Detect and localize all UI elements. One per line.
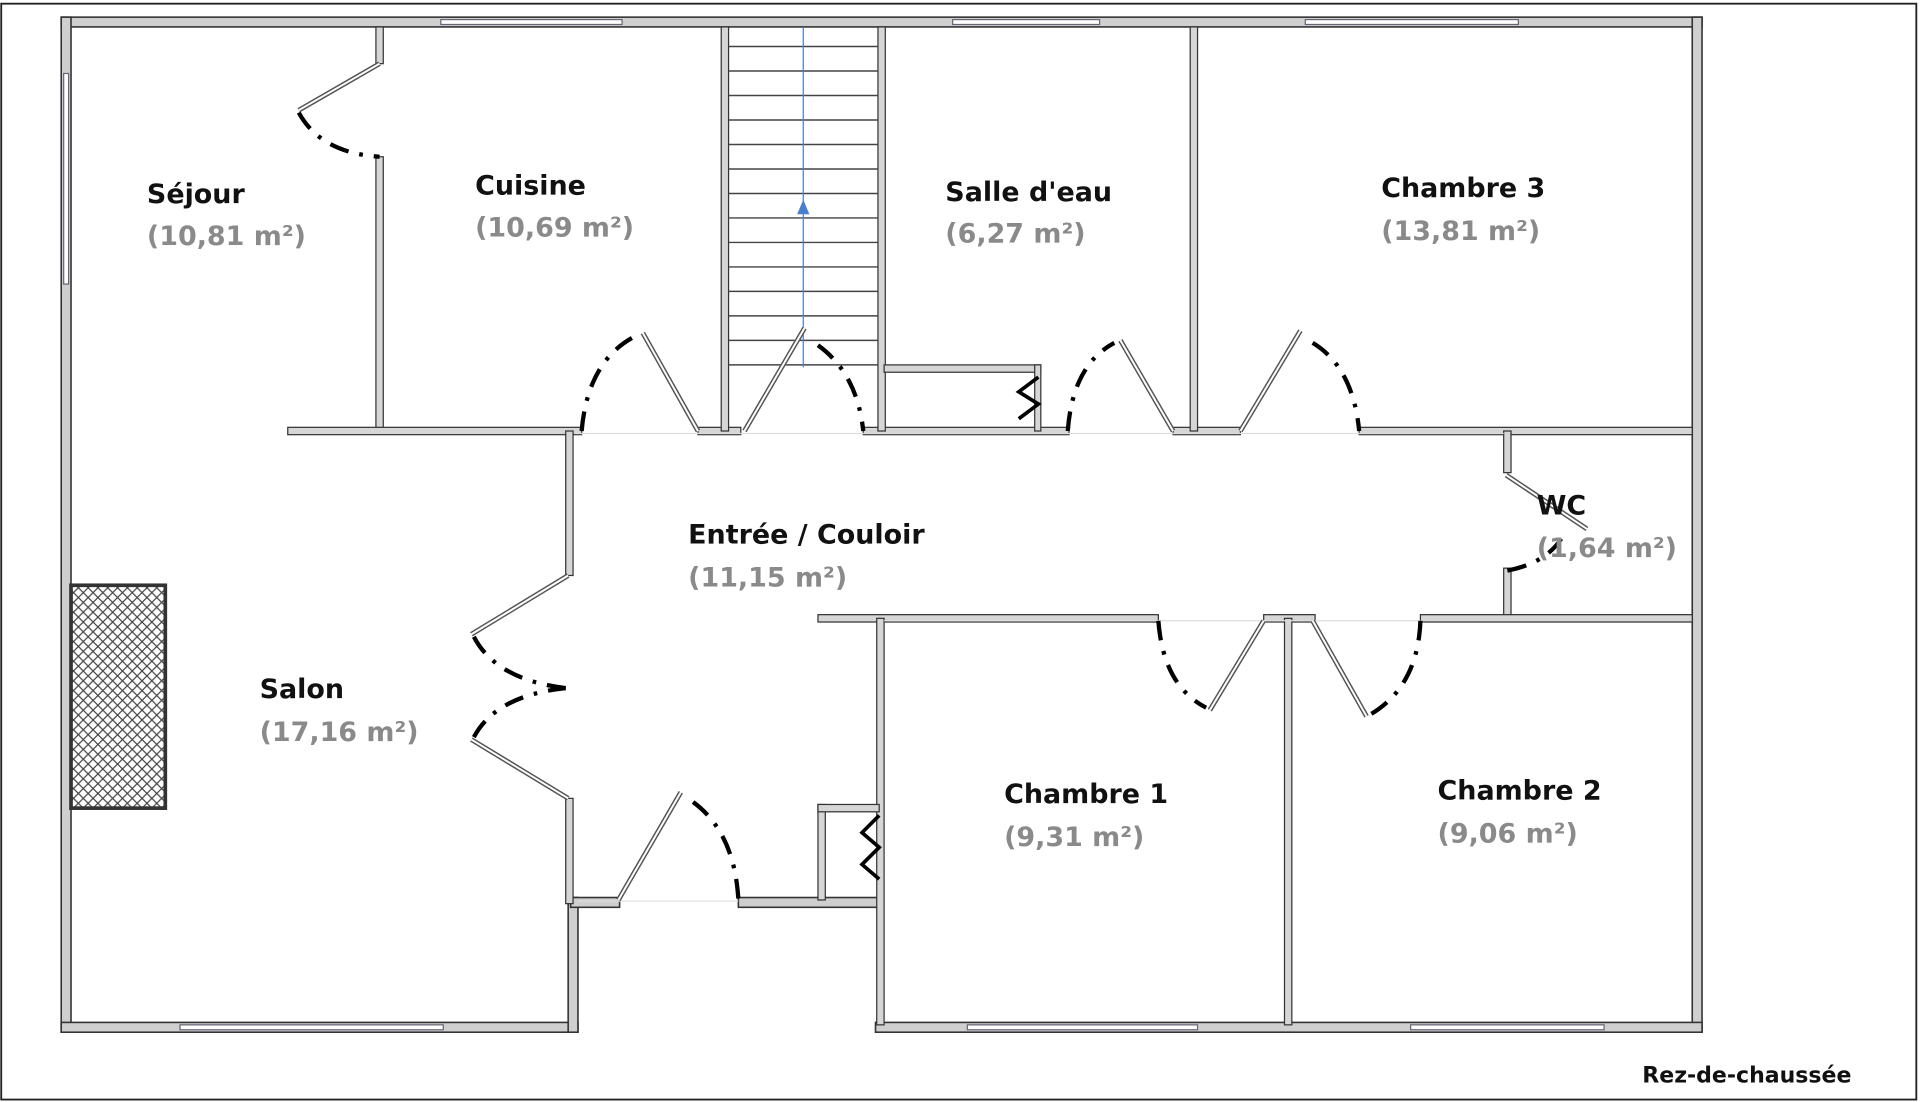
room-name: Séjour: [147, 179, 246, 210]
room-name: Salle d'eau: [945, 177, 1112, 208]
room-name: Chambre 2: [1438, 776, 1602, 807]
door-wc: [1504, 473, 1589, 573]
room-name: WC: [1537, 490, 1586, 521]
room-area: (9,31 m²): [1004, 822, 1144, 853]
room-salon: Salon (17,16 m²): [260, 674, 419, 748]
room-area: (11,15 m²): [688, 563, 847, 594]
doors: [296, 61, 1589, 902]
room-area: (1,64 m²): [1537, 533, 1677, 564]
door-chambre3: [1238, 329, 1362, 433]
door-closet-sde: [1015, 375, 1042, 421]
room-area: (17,16 m²): [260, 717, 419, 748]
room-name: Chambre 3: [1381, 173, 1545, 204]
door-chambre1: [1156, 619, 1266, 712]
room-salle-eau: Salle d'eau (6,27 m²): [945, 177, 1112, 250]
door-entree: [616, 790, 741, 902]
interior-walls: [287, 26, 1693, 1026]
room-name: Entrée / Couloir: [688, 520, 925, 551]
room-area: (13,81 m²): [1381, 216, 1540, 247]
windows: [63, 18, 1605, 1031]
staircase: [728, 26, 878, 368]
door-salle-eau: [1065, 339, 1176, 433]
door-sejour-cuisine: [296, 61, 381, 159]
room-wc: WC (1,64 m²): [1537, 490, 1677, 564]
fireplace: [69, 583, 168, 810]
door-cuisine: [579, 331, 701, 433]
level-label: Rez-de-chaussée: [1642, 1063, 1851, 1088]
door-salon-double: [470, 573, 570, 801]
door-chambre2: [1310, 619, 1423, 718]
room-area: (6,27 m²): [945, 218, 1085, 249]
door-closet-entree: [859, 814, 882, 881]
room-area: (10,69 m²): [475, 212, 634, 243]
room-chambre2: Chambre 2 (9,06 m²): [1438, 776, 1602, 850]
room-name: Salon: [260, 674, 344, 705]
room-cuisine: Cuisine (10,69 m²): [475, 171, 634, 244]
stair-arrow-icon: [797, 199, 810, 215]
room-name: Cuisine: [475, 171, 586, 202]
room-name: Chambre 1: [1004, 779, 1168, 810]
room-entree: Entrée / Couloir (11,15 m²): [688, 520, 925, 594]
door-stairs: [742, 326, 866, 433]
room-chambre3: Chambre 3 (13,81 m²): [1381, 173, 1545, 247]
room-chambre1: Chambre 1 (9,31 m²): [1004, 779, 1168, 853]
room-area: (10,81 m²): [147, 221, 306, 252]
room-area: (9,06 m²): [1438, 818, 1578, 849]
room-sejour: Séjour (10,81 m²): [147, 179, 306, 252]
